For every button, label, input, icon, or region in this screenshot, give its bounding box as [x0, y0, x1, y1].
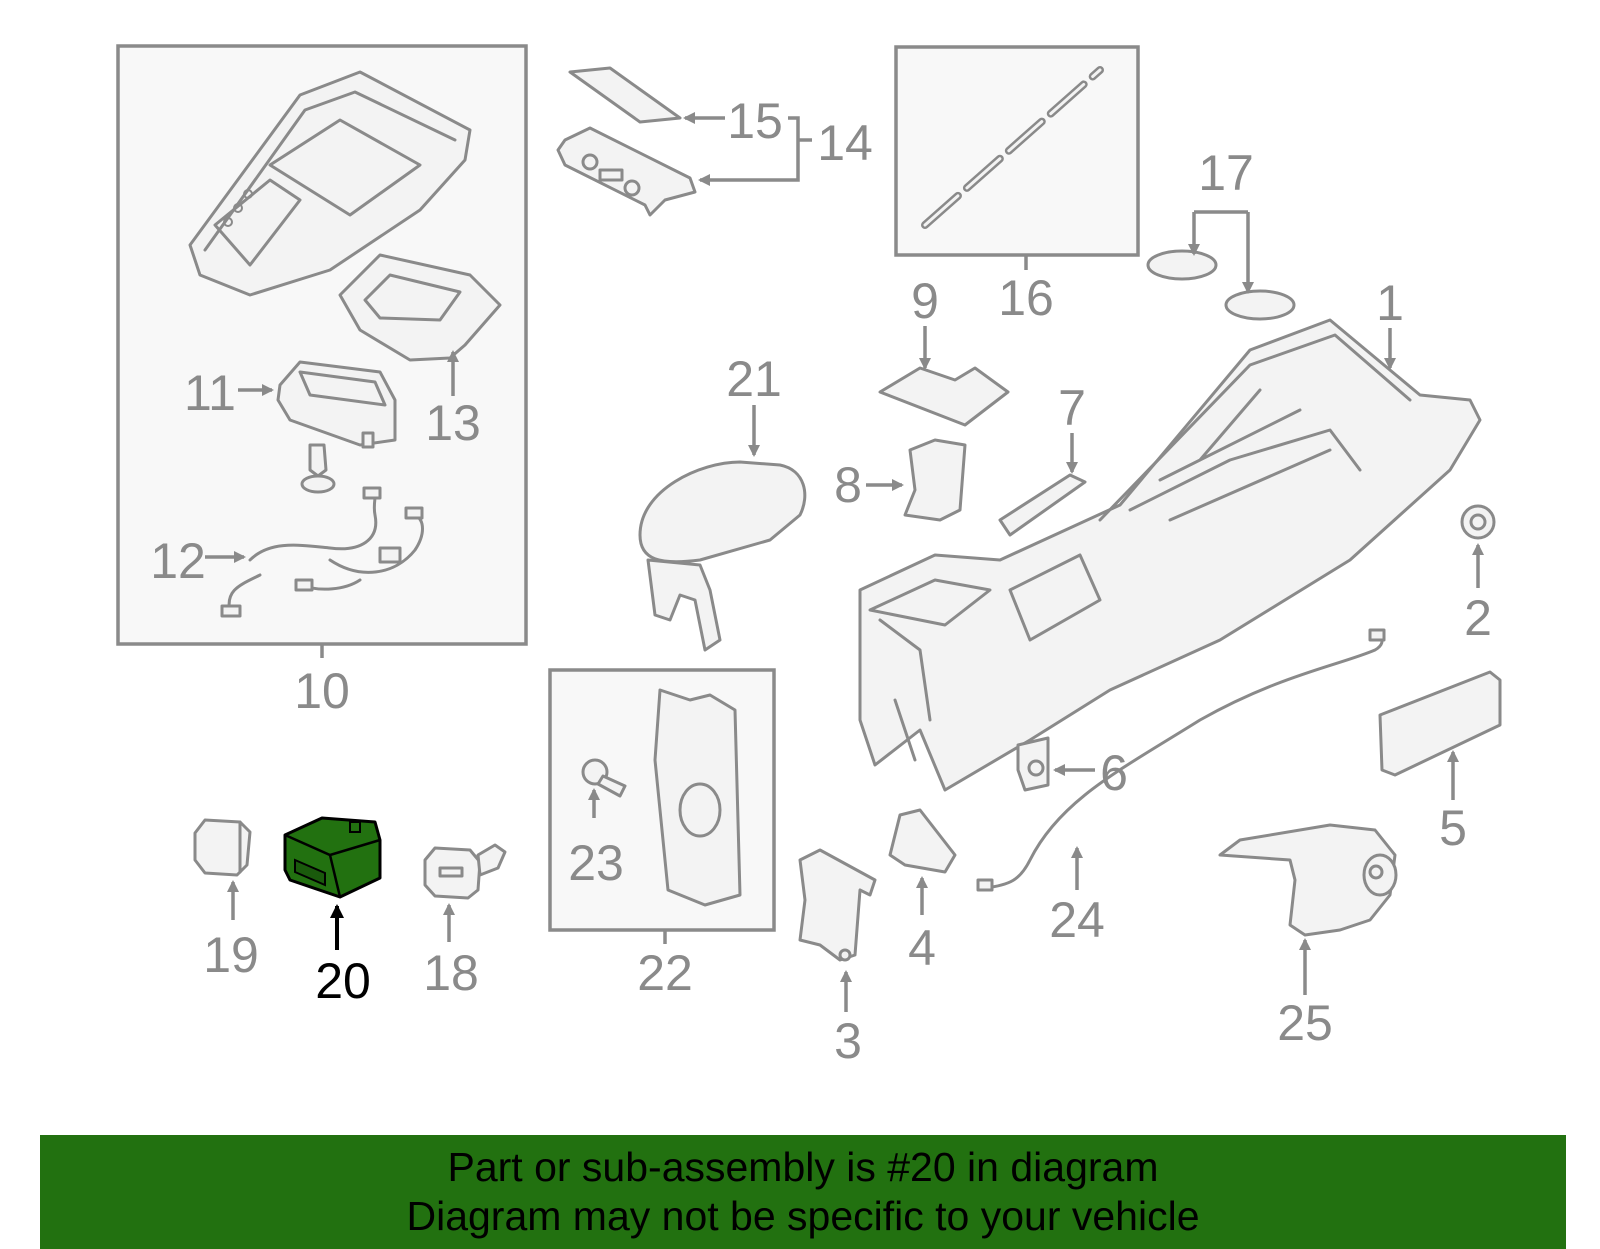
group-box-22: [548, 668, 776, 944]
part-4-bracket-shape: [888, 808, 957, 874]
label-21: 21: [726, 351, 782, 407]
label-11: 11: [184, 365, 236, 421]
part-9-pad-shape: [878, 366, 1010, 427]
label-13: 13: [425, 395, 481, 451]
part-13-tray-shape: [338, 253, 502, 362]
part-3-bracket-shape: [798, 848, 877, 962]
label-12: 12: [150, 533, 206, 589]
part-2-clip-shape: [1460, 504, 1496, 540]
banner-line-1: Part or sub-assembly is #20 in diagram: [447, 1144, 1159, 1190]
label-20: 20: [315, 953, 371, 1009]
label-25: 25: [1277, 995, 1333, 1051]
part-6-clip-shape: [1016, 736, 1050, 792]
part-17-buttons-shape: [1146, 249, 1296, 321]
label-15: 15: [727, 93, 783, 149]
label-22: 22: [637, 945, 693, 1001]
label-24: 24: [1049, 892, 1105, 948]
part-shift-bezel-shape: [188, 70, 472, 297]
label-14: 14: [817, 115, 873, 171]
part-25-housing-shape: [1218, 823, 1398, 937]
label-7: 7: [1058, 380, 1086, 436]
part-21-armrest-shape: [638, 460, 807, 652]
part-14-panel-shape: [556, 126, 697, 217]
part-18-socket-shape: [423, 843, 507, 900]
part-8-bracket-shape: [903, 438, 967, 522]
label-10: 10: [294, 663, 350, 719]
label-23: 23: [568, 835, 624, 891]
part-23-bulb-shape: [581, 758, 627, 798]
label-1: 1: [1376, 275, 1404, 331]
info-banner: Part or sub-assembly is #20 in diagram D…: [40, 1135, 1566, 1249]
part-20-highlighted-shape: [283, 816, 382, 899]
part-5-panel-shape: [1378, 670, 1502, 777]
part-12-harness-shape: [220, 486, 424, 618]
label-16: 16: [998, 270, 1054, 326]
part-15-trim-shape: [568, 66, 682, 124]
part-1-console-shape: [858, 318, 1482, 792]
part-24-cable-shape: [976, 628, 1386, 892]
label-4: 4: [908, 920, 936, 976]
label-19: 19: [203, 927, 259, 983]
label-17: 17: [1198, 145, 1254, 201]
label-5: 5: [1439, 800, 1467, 856]
group-box-16: [894, 45, 1140, 270]
label-2: 2: [1464, 590, 1492, 646]
label-8: 8: [834, 457, 862, 513]
part-7-strip-shape: [998, 473, 1087, 537]
label-3: 3: [834, 1013, 862, 1069]
label-9: 9: [911, 273, 939, 329]
part-11-switch-shape: [276, 360, 397, 449]
bolt-shape: [300, 443, 336, 494]
banner-line-2: Diagram may not be specific to your vehi…: [406, 1193, 1200, 1239]
part-19-cap-shape: [193, 818, 252, 877]
label-18: 18: [423, 945, 479, 1001]
